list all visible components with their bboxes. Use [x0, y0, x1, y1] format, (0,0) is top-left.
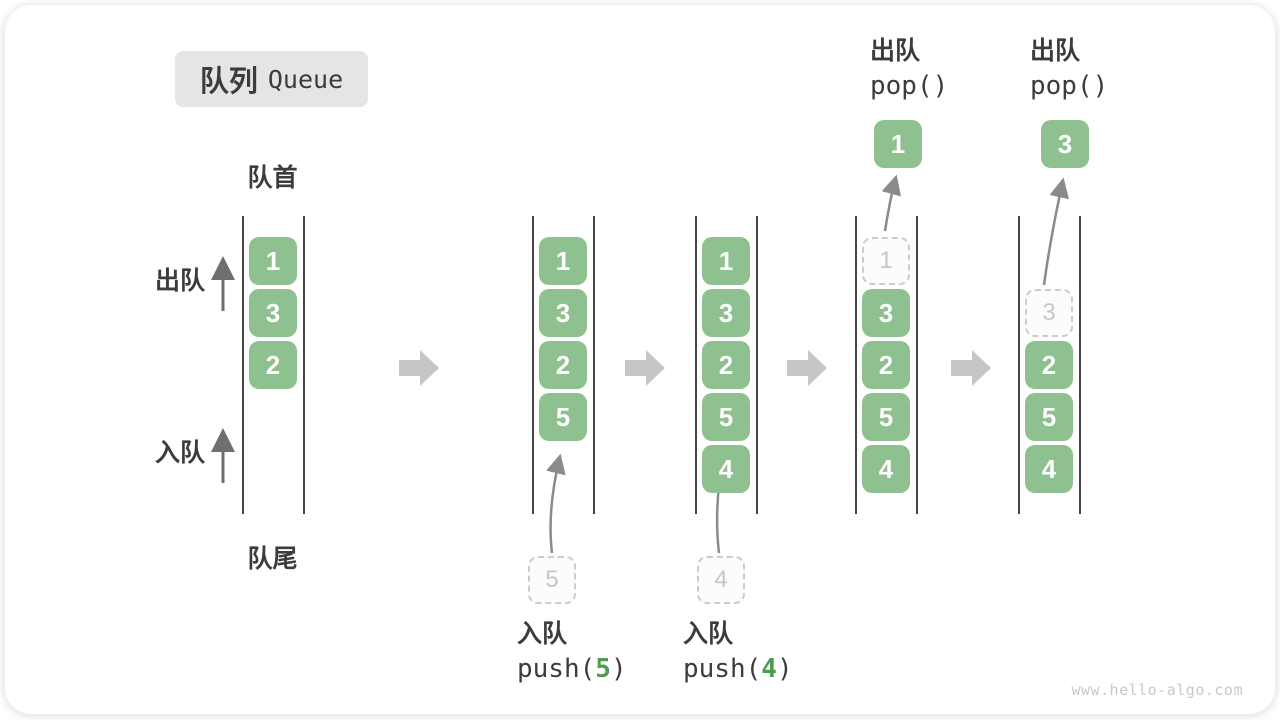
arrows-overlay — [211, 174, 1070, 554]
label-dequeue: 出队 — [155, 267, 206, 295]
queue-cell: 3 — [862, 289, 910, 337]
label-queue-front: 队首 — [247, 164, 298, 192]
queue-wall-right — [916, 216, 918, 514]
code-pre: push( — [517, 654, 596, 684]
label-enqueue: 入队 — [155, 439, 206, 467]
queue-wall-left — [1018, 216, 1020, 514]
code-arg: 4 — [761, 654, 777, 684]
figure-card: 队列 Queue 队首 队尾 出队 入队 — [5, 5, 1275, 714]
queue-wall-left — [855, 216, 857, 514]
queue-cell: 5 — [862, 393, 910, 441]
push-5-arrow-icon — [546, 453, 566, 554]
queue-cell: 4 — [702, 445, 750, 493]
label-queue-rear: 队尾 — [247, 545, 298, 573]
queue-cell: 5 — [539, 393, 587, 441]
queue-cell-ghost: 4 — [697, 556, 745, 604]
op-dequeue-pop-3: 出队 pop() — [1030, 35, 1108, 104]
op-label: 入队 — [517, 620, 568, 648]
code-pre: pop( — [1030, 71, 1093, 101]
code-post: ) — [776, 654, 793, 684]
title-en: Queue — [267, 64, 344, 94]
code-post: ) — [1092, 71, 1109, 101]
watermark: www.hello-algo.com — [1071, 681, 1243, 699]
queue-cell: 3 — [539, 289, 587, 337]
queue-cell-ghost: 1 — [862, 237, 910, 285]
block-arrow-icon — [399, 350, 439, 386]
op-code: push(5) — [517, 651, 627, 687]
block-arrow-icon — [787, 350, 827, 386]
pop-1-arrow-icon — [881, 174, 901, 232]
queue-cell: 2 — [1025, 341, 1073, 389]
queue-cell: 3 — [702, 289, 750, 337]
queue-cell: 1 — [702, 237, 750, 285]
code-arg: 5 — [595, 654, 611, 684]
code-pre: push( — [683, 654, 762, 684]
queue-wall-right — [756, 216, 758, 514]
queue-cell: 5 — [702, 393, 750, 441]
op-label: 出队 — [870, 37, 921, 65]
queue-wall-right — [303, 216, 305, 514]
queue-wall-right — [1079, 216, 1081, 514]
pop-3-arrow-icon — [1042, 177, 1070, 286]
queue-cell: 3 — [249, 289, 297, 337]
queue-cell: 2 — [702, 341, 750, 389]
op-label: 入队 — [683, 620, 734, 648]
op-enqueue-push-5: 入队 push(5) — [517, 618, 627, 687]
popped-cell: 1 — [874, 120, 922, 168]
queue-cell: 4 — [862, 445, 910, 493]
op-dequeue-pop-1: 出队 pop() — [870, 35, 948, 104]
queue-wall-left — [242, 216, 244, 514]
queue-wall-left — [695, 216, 697, 514]
op-code: pop() — [1030, 68, 1108, 104]
op-enqueue-push-4: 入队 push(4) — [683, 618, 793, 687]
code-pre: pop( — [870, 71, 933, 101]
queue-cell: 2 — [862, 341, 910, 389]
queue-cell: 2 — [539, 341, 587, 389]
code-post: ) — [932, 71, 949, 101]
code-post: ) — [610, 654, 627, 684]
queue-cell-ghost: 3 — [1025, 289, 1073, 337]
popped-cell: 3 — [1041, 120, 1089, 168]
block-arrow-icon — [951, 350, 991, 386]
op-code: push(4) — [683, 651, 793, 687]
op-label: 出队 — [1030, 37, 1081, 65]
title-zh: 队列 — [199, 66, 258, 98]
figure-title: 队列 Queue — [175, 51, 368, 107]
op-code: pop() — [870, 68, 948, 104]
queue-cell: 4 — [1025, 445, 1073, 493]
queue-wall-right — [593, 216, 595, 514]
queue-cell: 2 — [249, 341, 297, 389]
queue-cell: 5 — [1025, 393, 1073, 441]
block-arrow-icon — [625, 350, 665, 386]
queue-cell-ghost: 5 — [528, 556, 576, 604]
queue-cell: 1 — [539, 237, 587, 285]
queue-wall-left — [532, 216, 534, 514]
queue-cell: 1 — [249, 237, 297, 285]
